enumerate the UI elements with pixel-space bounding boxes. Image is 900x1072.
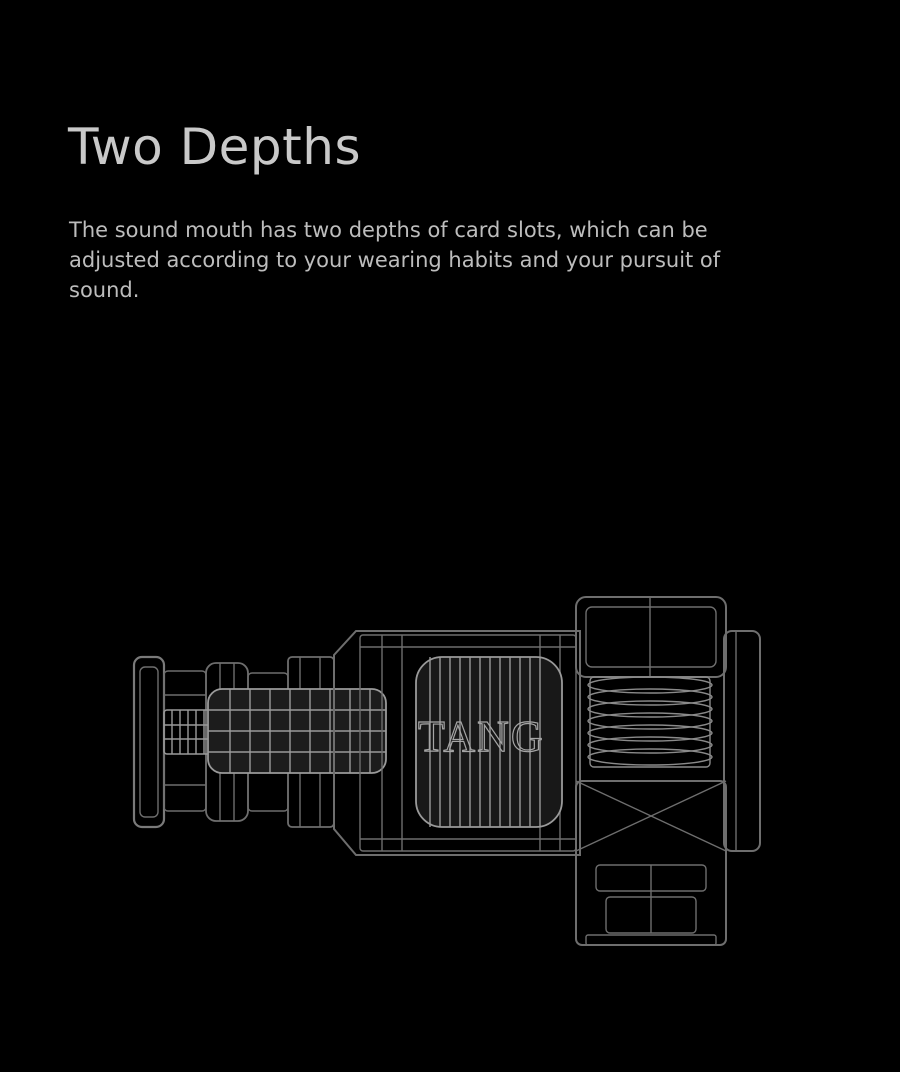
engraved-brand-text: TANG xyxy=(418,712,545,761)
coil-spring xyxy=(587,676,713,768)
ear-tip xyxy=(132,655,207,829)
connector-base xyxy=(575,780,727,946)
driver-block xyxy=(415,656,563,828)
section-title: Two Depths xyxy=(68,118,361,176)
top-cap xyxy=(575,596,761,852)
section-description: The sound mouth has two depths of card s… xyxy=(69,218,721,302)
earphone-wireframe-illustration: TANG xyxy=(120,585,780,965)
filter-tube xyxy=(163,688,387,774)
